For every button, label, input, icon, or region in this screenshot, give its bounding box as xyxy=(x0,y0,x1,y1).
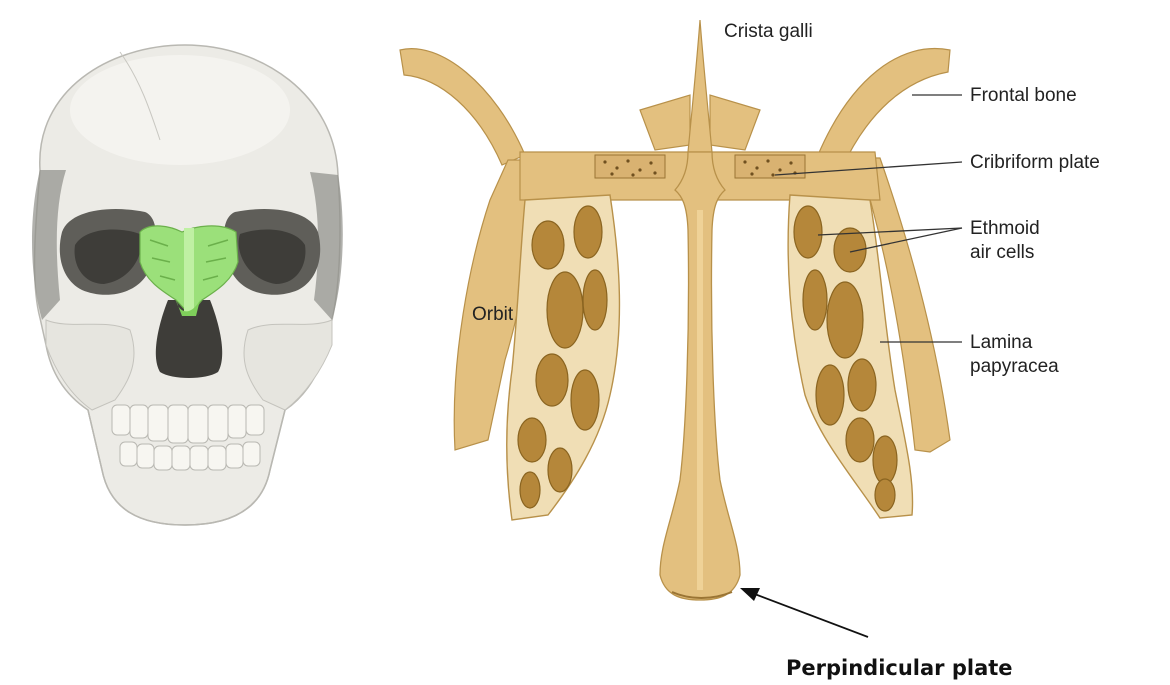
label-ethmoid-air-cells-line2: air cells xyxy=(970,242,1034,263)
label-ethmoid-air-cells-line1: Ethmoid xyxy=(970,218,1040,239)
label-frontal-bone: Frontal bone xyxy=(970,85,1077,106)
frontal-bone-left-arch xyxy=(400,49,525,165)
upper-teeth xyxy=(112,405,264,443)
crista-galli xyxy=(688,20,712,152)
label-crista-galli: Crista galli xyxy=(724,21,813,42)
skull-illustration xyxy=(32,45,343,525)
label-lamina-papyracea-line1: Lamina xyxy=(970,332,1033,353)
frontal-bone-right-arch xyxy=(818,48,950,168)
perpendicular-plate-arrow xyxy=(740,588,868,637)
label-cribriform-plate: Cribriform plate xyxy=(970,152,1100,173)
label-lamina-papyracea-line2: papyracea xyxy=(970,356,1059,377)
label-orbit: Orbit xyxy=(472,304,514,325)
label-perpendicular-plate: Perpindicular plate xyxy=(786,656,1013,680)
